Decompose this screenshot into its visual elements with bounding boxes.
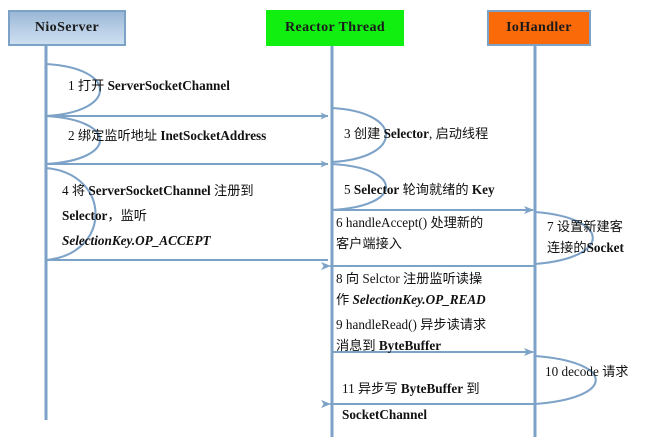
- participant-reactor-thread-label: Reactor Thread: [284, 20, 386, 35]
- message-8-line2-bolditalic: SelectionKey.OP_READ: [352, 292, 486, 308]
- message-4-text-pre: 4 将: [62, 183, 89, 198]
- message-label-7: 7 设置新建客 连接的Socket: [547, 216, 624, 258]
- participant-nioserver[interactable]: NioServer: [8, 10, 126, 46]
- message-3-text-post: , 启动线程: [428, 126, 489, 141]
- message-7-line-2: 连接的Socket: [547, 237, 624, 258]
- message-label-2: 2 绑定监听地址 InetSocketAddress: [68, 126, 266, 145]
- message-4-text-post: 注册到: [210, 183, 254, 198]
- message-4-line-1: 4 将 ServerSocketChannel 注册到: [62, 178, 254, 203]
- message-2-text-bold: InetSocketAddress: [160, 128, 267, 143]
- participant-iohandler-label: IoHandler: [506, 20, 572, 35]
- message-9-line-2: 消息到 ByteBuffer: [336, 335, 486, 356]
- message-1-text-pre: 1 打开: [68, 78, 108, 93]
- message-11-line1-pre: 11 异步写: [342, 381, 401, 396]
- message-9-line2-bold: ByteBuffer: [378, 338, 442, 354]
- message-5-text-mid: 轮询就绪的: [399, 182, 472, 197]
- message-9-line2-pre: 消息到: [336, 338, 379, 354]
- message-7-line2-pre: 连接的: [547, 240, 587, 256]
- message-label-11: 11 异步写 ByteBuffer 到 SocketChannel: [342, 376, 480, 429]
- message-6-line-2: 客户端接入: [336, 236, 402, 252]
- message-label-9: 9 handleRead() 异步读请求 消息到 ByteBuffer: [336, 314, 486, 356]
- message-10-text-post: 请求: [602, 364, 629, 379]
- message-5-text-bold2: Key: [471, 182, 495, 197]
- message-label-1: 1 打开 ServerSocketChannel: [68, 76, 230, 95]
- message-4-line2-bold: Selector: [62, 208, 108, 224]
- message-11-line1-bold: ByteBuffer: [400, 381, 464, 396]
- message-4-line-3: SelectionKey.OP_ACCEPT: [62, 233, 211, 249]
- message-6-line-1: 6 handleAccept() 处理新的: [336, 215, 484, 230]
- message-3-text-pre: 3 创建: [344, 126, 384, 141]
- message-8-line-1: 8 向 Selctor 注册监听读操: [336, 271, 483, 286]
- message-11-line1-post: 到: [463, 381, 480, 396]
- message-arc-7: [534, 210, 594, 266]
- message-11-line-1: 11 异步写 ByteBuffer 到: [342, 376, 480, 402]
- message-label-4: 4 将 ServerSocketChannel 注册到 Selector，监听 …: [62, 178, 254, 253]
- message-5-text-bold: Selector: [353, 182, 400, 197]
- message-4-text-bold: ServerSocketChannel: [88, 183, 211, 198]
- message-arc-1: [45, 62, 102, 118]
- message-2-text-pre: 2 绑定监听地址: [68, 128, 161, 143]
- message-3-text-bold: Selector: [383, 126, 429, 141]
- message-label-8: 8 向 Selctor 注册监听读操 作 SelectionKey.OP_REA…: [336, 268, 486, 310]
- message-4-line-2: Selector，监听: [62, 203, 254, 228]
- message-label-5: 5 Selector 轮询就绪的 Key: [344, 180, 495, 199]
- message-1-text-bold: ServerSocketChannel: [107, 78, 230, 93]
- message-arc-4: [45, 166, 97, 262]
- message-label-10: 10 decode 请求: [545, 362, 629, 381]
- message-7-line2-bold: Socket: [586, 240, 624, 256]
- participant-nioserver-label: NioServer: [34, 20, 100, 35]
- message-arc-3: [331, 106, 388, 164]
- message-label-6: 6 handleAccept() 处理新的 客户端接入: [336, 212, 483, 254]
- message-arc-2: [45, 114, 102, 166]
- message-10-text-pre: 10 decode: [545, 364, 603, 379]
- message-arc-5: [331, 162, 388, 212]
- message-9-line-1: 9 handleRead() 异步读请求: [336, 317, 487, 332]
- message-8-line-2: 作 SelectionKey.OP_READ: [336, 289, 486, 310]
- message-arc-10: [534, 354, 597, 406]
- message-8-line2-pre: 作: [336, 292, 353, 308]
- message-4-line2-post: ，监听: [107, 208, 147, 224]
- message-label-3: 3 创建 Selector, 启动线程: [344, 124, 488, 143]
- message-11-line-2: SocketChannel: [342, 407, 427, 423]
- participant-iohandler[interactable]: IoHandler: [487, 10, 591, 46]
- message-7-line-1: 7 设置新建客: [547, 219, 623, 234]
- message-5-text-pre: 5: [344, 182, 354, 197]
- participant-reactor-thread[interactable]: Reactor Thread: [266, 10, 404, 46]
